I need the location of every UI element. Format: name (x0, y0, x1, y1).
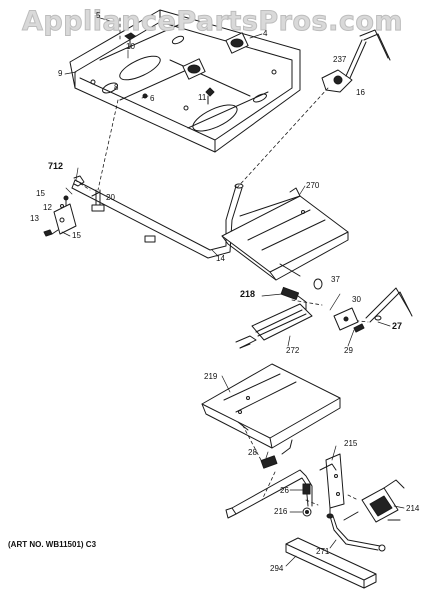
callout-13: 13 (30, 214, 39, 223)
callout-15-lower: 15 (72, 231, 81, 240)
callout-29: 29 (344, 346, 353, 355)
burner-valves-parts-4-10 (125, 33, 248, 104)
callout-11: 11 (198, 93, 207, 102)
igniter-parts-37-218-30-29 (281, 279, 412, 332)
callout-712: 712 (48, 161, 64, 171)
callout-270: 270 (306, 181, 320, 190)
valve-bracket-part-215 (320, 454, 344, 516)
callout-215: 215 (344, 439, 358, 448)
callout-4: 4 (263, 29, 268, 38)
callout-30: 30 (352, 295, 361, 304)
callout-leader-lines (62, 18, 404, 566)
igniter-bracket-parts-12-13-15 (44, 176, 84, 236)
spreader-part-272 (236, 304, 312, 348)
heat-shield-part-270 (222, 188, 348, 280)
callout-294: 294 (270, 564, 284, 573)
callout-272: 272 (286, 346, 300, 355)
callout-9: 9 (58, 69, 63, 78)
callout-12: 12 (43, 203, 52, 212)
callout-216: 216 (274, 507, 288, 516)
callout-237: 237 (333, 55, 347, 64)
callout-218: 218 (240, 289, 256, 299)
watermark-logo: AppliancePartsPros.com (21, 6, 404, 38)
callout-219: 219 (204, 372, 218, 381)
callout-26: 26 (280, 486, 289, 495)
callout-271: 271 (316, 547, 330, 556)
callout-15-upper: 15 (36, 189, 45, 198)
art-number-label: (ART NO. WB11501) C3 (8, 540, 97, 549)
gas-tube-part-271 (327, 514, 385, 551)
callout-37: 37 (331, 275, 340, 284)
safety-valve-part-214 (344, 480, 404, 522)
bottom-shield-part-294 (286, 538, 376, 588)
callout-8: 8 (114, 83, 119, 92)
callout-5: 5 (96, 11, 101, 20)
callout-10: 10 (126, 42, 135, 51)
callout-14: 14 (216, 254, 225, 263)
callout-214: 214 (406, 504, 420, 513)
callout-28: 28 (248, 448, 257, 457)
orifice-tube-parts-237-16 (322, 30, 390, 92)
callout-27: 27 (392, 321, 403, 331)
callout-16: 16 (356, 88, 365, 97)
burner-tube-part-14 (72, 180, 243, 258)
callout-20: 20 (106, 193, 115, 202)
callout-6: 6 (150, 94, 155, 103)
broiler-burner-parts-26-28-216 (226, 440, 312, 518)
broiler-pan-part-219 (202, 364, 340, 448)
